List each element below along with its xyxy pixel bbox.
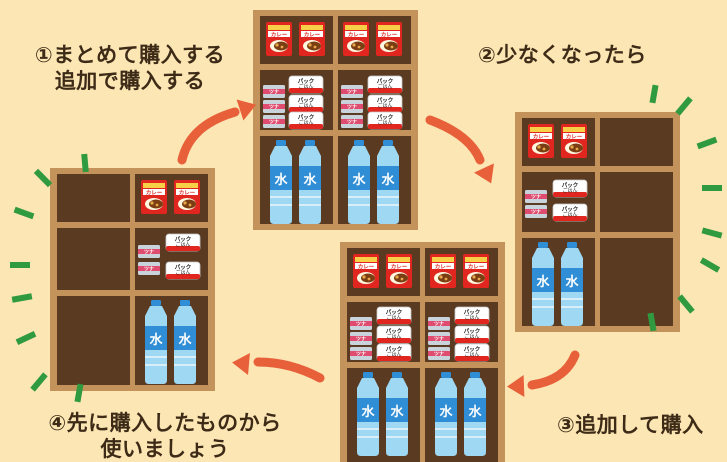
- step4-label: ④先に購入したものから 使いましょう: [30, 410, 300, 462]
- arrow-top-to-right: [425, 115, 502, 189]
- step1-line2: 追加で購入する: [54, 69, 206, 93]
- step2-line1: ②少なくなったら: [478, 43, 647, 67]
- emphasis-marks-right: [647, 84, 723, 332]
- step3-line1: ③追加して購入: [557, 413, 704, 437]
- step3-label: ③追加して購入: [557, 412, 704, 438]
- step1-line1: ①まとめて購入する: [34, 43, 226, 67]
- step4-line2: 使いましょう: [100, 437, 230, 461]
- arrow-step1-to-top: [177, 94, 260, 165]
- step4-line1: ④先に購入したものから: [48, 411, 282, 435]
- arrow-right-to-bottom: [506, 350, 580, 398]
- shelf-refilled-bottom: [340, 242, 505, 462]
- shelf-use-left: [50, 168, 215, 391]
- step2-label: ②少なくなったら: [478, 42, 647, 68]
- shelf-full-top: [253, 10, 418, 230]
- step1-label: ①まとめて購入する 追加で購入する: [10, 42, 250, 94]
- shelf-low-right: [515, 112, 680, 332]
- arrow-bottom-to-left: [231, 351, 325, 383]
- emphasis-marks-left: [10, 153, 89, 403]
